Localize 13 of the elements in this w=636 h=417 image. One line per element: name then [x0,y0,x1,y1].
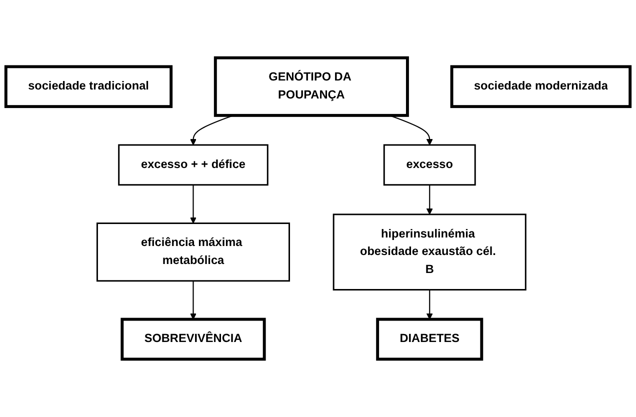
node-box: SOBREVIVÊNCIA [120,318,266,361]
arrow [190,184,196,224]
node-box: sociedade tradicional [4,65,173,108]
node-box: excesso + + défice [118,144,268,186]
arrow [426,184,433,215]
node-box: excesso [383,144,476,186]
node-box: eficiência máxima metabólica [96,222,290,282]
arrow [426,290,433,320]
node-box: DIABETES [376,318,484,361]
node-box: GENÓTIPO DA POUPANÇA [214,56,409,117]
arrow [190,280,196,320]
node-box: hiperinsulinémia obesidade exaustão cél. B [332,214,526,290]
node-box: sociedade modernizada [450,65,632,108]
